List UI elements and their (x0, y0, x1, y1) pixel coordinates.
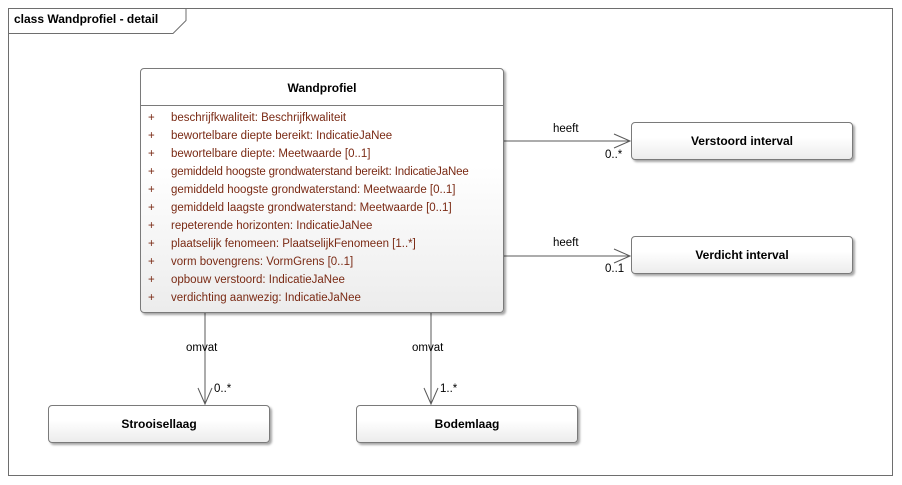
class-verstoord-interval[interactable]: Verstoord interval (631, 122, 853, 160)
visibility-marker: + (148, 274, 155, 286)
attribute-row[interactable]: + beschrijfkwaliteit: Beschrijfkwaliteit (141, 109, 503, 127)
attribute-text: beschrijfkwaliteit: Beschrijfkwaliteit (171, 112, 347, 124)
visibility-marker: + (148, 220, 155, 232)
class-name-strooisellaag: Strooisellaag (121, 417, 197, 431)
role-label-verdicht: heeft (553, 237, 579, 249)
class-name-verdicht-interval: Verdicht interval (695, 248, 789, 262)
attribute-text: bewortelbare diepte: Meetwaarde [0..1] (171, 148, 371, 160)
role-label-bodemlaag: omvat (412, 342, 444, 354)
visibility-marker: + (148, 112, 155, 124)
visibility-marker: + (148, 292, 155, 304)
attribute-row[interactable]: + opbouw verstoord: IndicatieJaNee (141, 271, 503, 289)
class-name-verstoord-interval: Verstoord interval (690, 134, 794, 148)
frame-title: class Wandprofiel - detail (14, 12, 159, 26)
class-verdicht-interval[interactable]: Verdicht interval (631, 236, 853, 274)
attribute-row[interactable]: + bewortelbare diepte: Meetwaarde [0..1] (141, 145, 503, 163)
visibility-marker: + (148, 202, 155, 214)
attribute-row[interactable]: + gemiddeld hoogste grondwaterstand berei… (141, 163, 503, 181)
class-name-wandprofiel: Wandprofiel (141, 69, 503, 106)
attribute-text: verdichting aanwezig: IndicatieJaNee (171, 292, 361, 304)
attribute-row[interactable]: + plaatselijk fenomeen: PlaatselijkFenome… (141, 235, 503, 253)
attribute-text: gemiddeld laagste grondwaterstand: Meetw… (171, 202, 452, 214)
visibility-marker: + (148, 184, 155, 196)
attribute-text: plaatselijk fenomeen: PlaatselijkFenomee… (171, 238, 416, 250)
class-wandprofiel[interactable]: Wandprofiel + beschrijfkwaliteit: Beschri… (140, 68, 504, 313)
visibility-marker: + (148, 130, 155, 142)
frame-tab (8, 8, 187, 34)
class-strooisellaag[interactable]: Strooisellaag (48, 405, 270, 443)
attribute-text: gemiddeld hoogste grondwaterstand bereik… (171, 166, 469, 178)
multiplicity-bodemlaag: 1..* (440, 383, 458, 395)
arrowhead-strooisellaag (197, 387, 213, 406)
multiplicity-strooisellaag: 0..* (214, 383, 232, 395)
class-name-bodemlaag: Bodemlaag (434, 417, 500, 431)
attribute-text: gemiddeld hoogste grondwaterstand: Meetw… (171, 184, 456, 196)
diagram-frame (8, 8, 893, 476)
attribute-row[interactable]: + bewortelbare diepte bereikt: IndicatieJ… (141, 127, 503, 145)
attribute-row[interactable]: + verdichting aanwezig: IndicatieJaNee (141, 289, 503, 307)
role-label-strooisellaag: omvat (186, 342, 218, 354)
attribute-list: +beschrijfkwaliteit: Beschrijfkwaliteit … (141, 106, 503, 307)
multiplicity-verstoord: 0..* (605, 149, 623, 161)
attribute-row[interactable]: + vorm bovengrens: VormGrens [0..1] (141, 253, 503, 271)
visibility-marker: + (148, 256, 155, 268)
visibility-marker: + (148, 238, 155, 250)
attribute-row[interactable]: + gemiddeld laagste grondwaterstand: Meet… (141, 199, 503, 217)
role-label-verstoord: heeft (553, 123, 579, 135)
arrowhead-verstoord (613, 133, 632, 149)
attribute-text: repeterende horizonten: IndicatieJaNee (171, 220, 373, 232)
attribute-row[interactable]: + gemiddeld hoogste grondwaterstand: Meet… (141, 181, 503, 199)
attribute-row[interactable]: + repeterende horizonten: IndicatieJaNee (141, 217, 503, 235)
attribute-text: bewortelbare diepte bereikt: IndicatieJa… (171, 130, 393, 142)
visibility-marker: + (148, 166, 155, 178)
attribute-text: vorm bovengrens: VormGrens [0..1] (171, 256, 354, 268)
visibility-marker: + (148, 148, 155, 160)
class-bodemlaag[interactable]: Bodemlaag (356, 405, 578, 443)
attribute-text: opbouw verstoord: IndicatieJaNee (171, 274, 345, 286)
arrowhead-bodemlaag (423, 387, 439, 406)
multiplicity-verdicht: 0..1 (605, 263, 625, 275)
arrowhead-verdicht (613, 248, 632, 264)
